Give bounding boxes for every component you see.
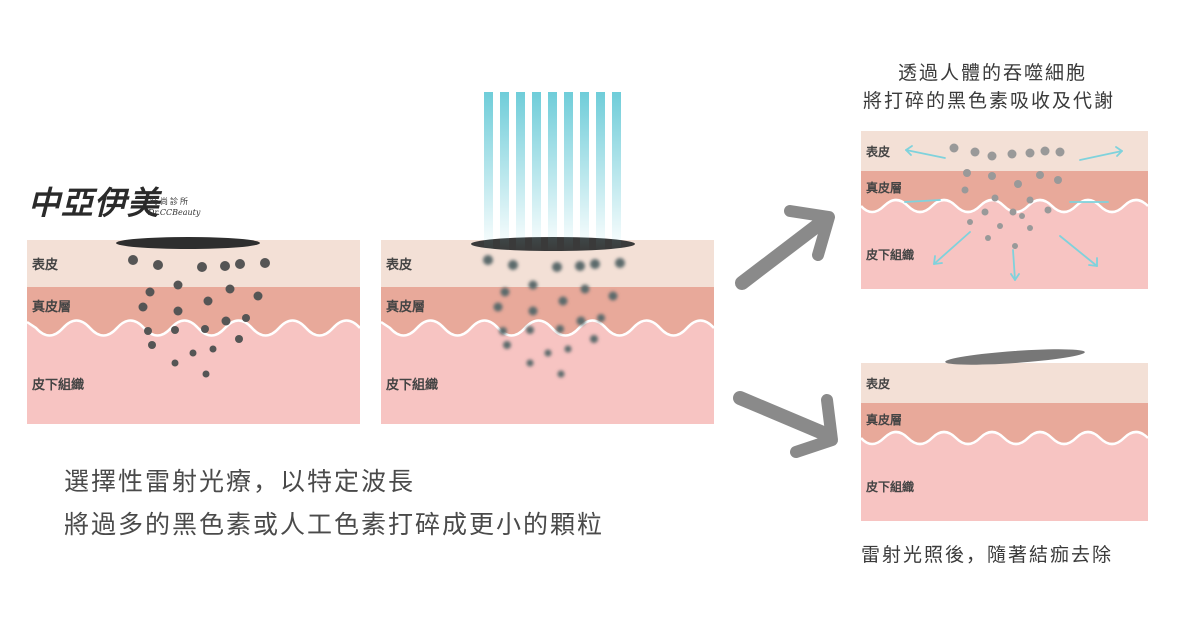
clinic-logo-name: 中亞伊美 — [28, 184, 161, 222]
label-dermis: 真皮層 — [32, 300, 72, 315]
skin-panel-absorption — [860, 131, 1149, 289]
skin-panel-scab-removal — [860, 349, 1149, 521]
label-dermis: 真皮層 — [386, 300, 426, 315]
top-right-caption-line2: 將打碎的黑色素吸收及代謝 — [863, 90, 1116, 112]
label-subcutaneous: 皮下組織 — [386, 378, 439, 393]
skin-panel-laser — [380, 92, 715, 424]
dermis-layer — [381, 287, 714, 336]
label-dermis: 真皮層 — [866, 181, 903, 195]
dermis-wave-line — [26, 319, 361, 337]
arrow-up-right — [735, 205, 835, 290]
clinic-logo-brand: Dr.CCBeauty — [148, 208, 201, 217]
main-caption-line1: 選擇性雷射光療，以特定波長 — [64, 467, 416, 496]
top-right-caption-line1: 透過人體的吞噬細胞 — [898, 62, 1088, 84]
laser-beams — [484, 92, 621, 252]
label-epidermis: 表皮 — [866, 377, 891, 391]
bottom-right-caption: 雷射光照後，隨著結痂去除 — [861, 544, 1114, 566]
pigment-particles-dispersing — [949, 143, 1065, 249]
label-epidermis: 表皮 — [32, 258, 59, 273]
arrow-down-right — [733, 391, 838, 458]
label-subcutaneous: 皮下組織 — [32, 378, 85, 393]
clinic-logo-subtitle: 時尚診所 — [150, 197, 190, 206]
label-subcutaneous: 皮下組織 — [866, 480, 915, 494]
pigment-spot — [116, 237, 260, 249]
dermis-layer — [861, 403, 1148, 444]
label-epidermis: 表皮 — [386, 258, 413, 273]
dermis-wave-line — [860, 430, 1149, 446]
skin-panel-before — [26, 237, 361, 424]
pigment-particles-shattered — [483, 255, 625, 378]
dermis-wave-line — [860, 198, 1149, 214]
dermis-wave-line — [380, 319, 715, 337]
label-epidermis: 表皮 — [866, 145, 891, 159]
epidermis-layer — [861, 131, 1148, 171]
dermis-layer — [27, 287, 360, 336]
label-subcutaneous: 皮下組織 — [866, 248, 915, 262]
pigment-particles — [128, 255, 270, 378]
main-caption-line2: 將過多的黑色素或人工色素打碎成更小的顆粒 — [64, 510, 605, 539]
epidermis-layer — [861, 363, 1148, 403]
scab-flake — [945, 349, 1085, 365]
phagocyte-absorption-arrows — [904, 145, 1123, 281]
label-dermis: 真皮層 — [866, 413, 903, 427]
